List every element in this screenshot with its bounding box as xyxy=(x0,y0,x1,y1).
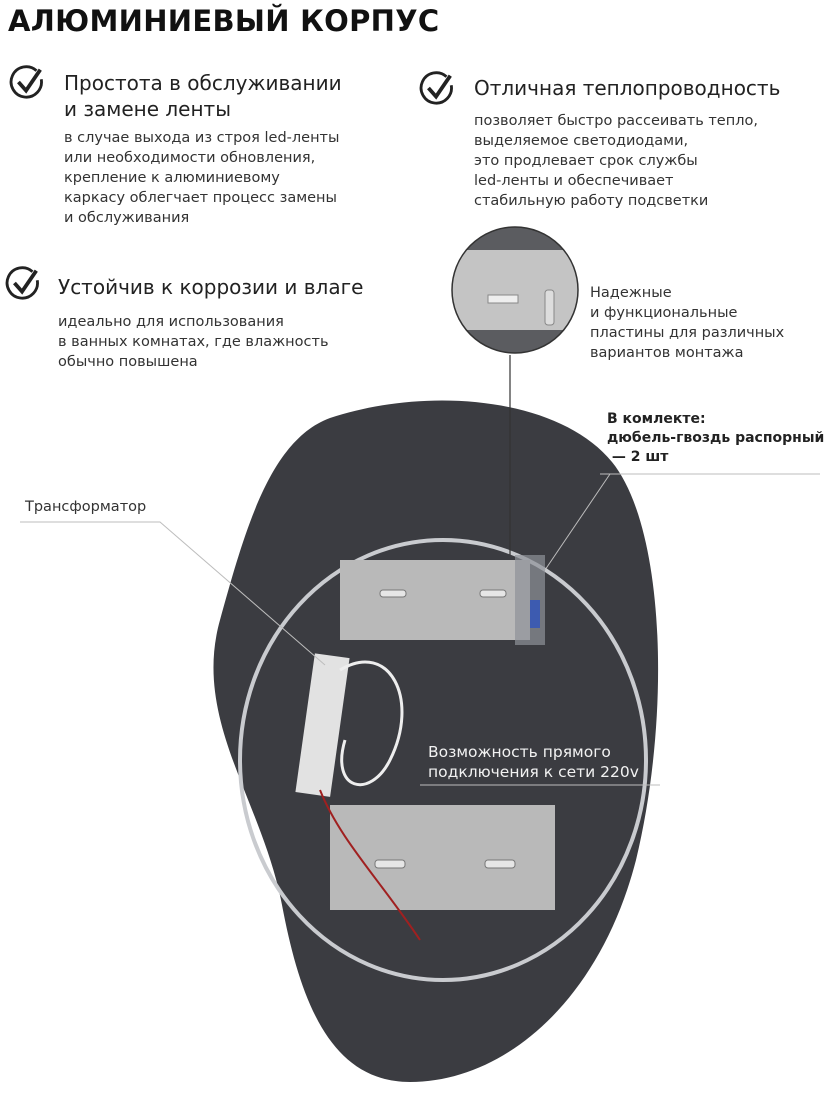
callout-text: пластины для различных xyxy=(590,325,785,341)
callout-text: — 2 шт xyxy=(607,449,669,465)
callout-text: Возможность прямого xyxy=(428,743,611,761)
feature-desc: позволяет быстро рассеивать тепло, xyxy=(474,113,758,129)
feature-title: Простота в обслуживании xyxy=(64,71,342,95)
check-circle-icon xyxy=(5,266,39,300)
feature-desc: стабильную работу подсветки xyxy=(474,193,709,209)
callout-text: дюбель-гвоздь распорный xyxy=(607,430,825,446)
callout-text: Надежные xyxy=(590,285,672,301)
mounting-plate-top xyxy=(340,560,530,640)
page-title: АЛЮМИНИЕВЫЙ КОРПУС xyxy=(8,4,440,38)
callout-lines xyxy=(20,473,820,786)
cable xyxy=(339,660,404,787)
transformer-label: Трансформатор xyxy=(25,499,147,515)
power-callout: Возможность прямого подключения к сети 2… xyxy=(428,742,639,782)
callout-text: вариантов монтажа xyxy=(590,345,744,361)
feature-desc: led-ленты и обеспечивает xyxy=(474,173,674,189)
plate-zoom-circle xyxy=(452,227,578,353)
feature-title: и замене ленты xyxy=(64,97,231,121)
feature-desc: крепление к алюминиевому xyxy=(64,170,280,186)
led-ring xyxy=(238,538,648,982)
feature-title: Отличная теплопроводность xyxy=(474,76,781,100)
feature-desc: в ванных комнатах, где влажность xyxy=(58,334,329,350)
dowel-blue xyxy=(530,600,540,628)
feature-desc: в случае выхода из строя led-ленты xyxy=(64,130,340,146)
check-circle-icon xyxy=(9,65,43,99)
feature-corrosion: Устойчив к коррозии и влаге идеально для… xyxy=(58,274,363,372)
callout-text: В комлекте: xyxy=(607,411,706,427)
feature-desc: или необходимости обновления, xyxy=(64,150,316,166)
feature-desc: и обслуживания xyxy=(64,210,190,226)
feature-desc: обычно повышена xyxy=(58,354,198,370)
red-wire xyxy=(319,789,421,941)
plate-hooks xyxy=(374,589,516,869)
feature-maintenance: Простота в обслуживании и замене ленты в… xyxy=(64,70,342,228)
plates-callout: Надежные и функциональные пластины для р… xyxy=(590,283,784,363)
feature-thermal: Отличная теплопроводность позволяет быст… xyxy=(474,75,780,211)
feature-desc: это продлевает срок службы xyxy=(474,153,698,169)
callout-text: подключения к сети 220v xyxy=(428,763,639,781)
feature-desc: выделяемое светодиодами, xyxy=(474,133,689,149)
feature-desc: идеально для использования xyxy=(58,314,284,330)
feature-desc: каркасу облегчает процесс замены xyxy=(64,190,337,206)
check-circle-icon xyxy=(419,71,453,105)
feature-title: Устойчив к коррозии и влаге xyxy=(58,275,364,299)
callout-text: и функциональные xyxy=(590,305,738,321)
mounting-plate-bottom xyxy=(330,805,555,910)
kit-callout: В комлекте: дюбель-гвоздь распорный — 2 … xyxy=(607,410,824,467)
transformer-box xyxy=(295,653,350,797)
